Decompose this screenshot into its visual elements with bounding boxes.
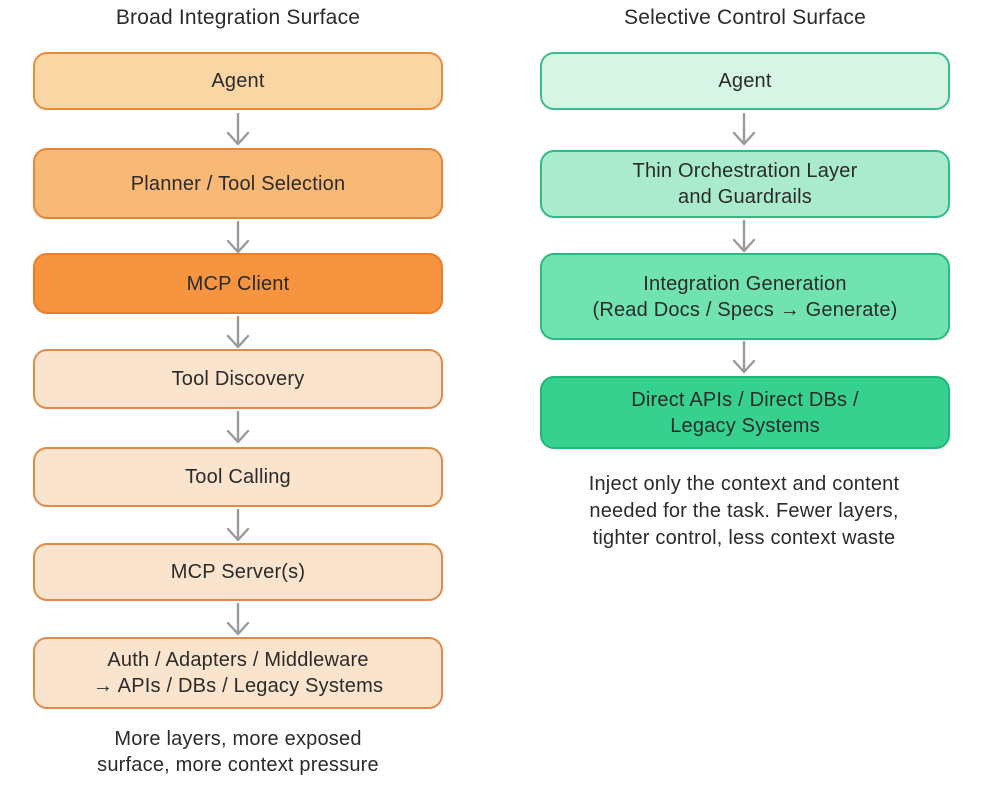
flow-box-thin-orchestration-layer: Thin Orchestration Layer and Guardrails [540, 150, 950, 218]
right-column-caption: Inject only the context and content need… [588, 473, 900, 549]
flow-box-label: Direct APIs / Direct DBs / Legacy System… [631, 388, 859, 437]
flow-box-label: Agent [718, 70, 772, 92]
arrow-down-icon [226, 316, 250, 349]
arrow-down-icon [226, 603, 250, 636]
flow-box-direct-apis-dbs-legacy: Direct APIs / Direct DBs / Legacy System… [540, 376, 950, 449]
arrow-down-icon [732, 341, 756, 374]
arrow-down-icon [226, 221, 250, 254]
flow-box-label: Thin Orchestration Layer and Guardrails [632, 160, 858, 208]
flow-box-label: Tool Discovery [171, 368, 305, 390]
right-column-title: Selective Control Surface [624, 6, 866, 29]
flow-box-agent-left: Agent [33, 52, 443, 110]
flow-box-mcp-client: MCP Client [33, 253, 443, 314]
flow-box-label: Tool Calling [185, 466, 291, 488]
flow-box-agent-right: Agent [540, 52, 950, 110]
flow-box-integration-generation: Integration Generation (Read Docs / Spec… [540, 253, 950, 340]
arrow-down-icon [226, 509, 250, 542]
flow-box-tool-calling: Tool Calling [33, 447, 443, 507]
flow-box-tool-discovery: Tool Discovery [33, 349, 443, 409]
arrow-down-icon [732, 113, 756, 146]
flow-box-label: MCP Client [186, 272, 290, 295]
arrow-down-icon [732, 220, 756, 253]
flow-box-label: MCP Server(s) [170, 561, 306, 583]
flow-box-auth-adapters-middleware: Auth / Adapters / Middleware → APIs / DB… [33, 637, 443, 709]
flow-box-planner-tool-selection: Planner / Tool Selection [33, 148, 443, 219]
flow-box-mcp-servers: MCP Server(s) [33, 543, 443, 601]
left-column-caption: More layers, more exposed surface, more … [97, 728, 379, 776]
flow-box-label: Planner / Tool Selection [130, 172, 346, 195]
flow-box-label: Agent [211, 70, 265, 92]
flow-box-label: Integration Generation (Read Docs / Spec… [592, 272, 898, 321]
left-column-title: Broad Integration Surface [115, 6, 361, 29]
flow-box-label: Auth / Adapters / Middleware → APIs / DB… [92, 649, 384, 697]
arrow-down-icon [226, 411, 250, 444]
arrow-down-icon [226, 113, 250, 146]
